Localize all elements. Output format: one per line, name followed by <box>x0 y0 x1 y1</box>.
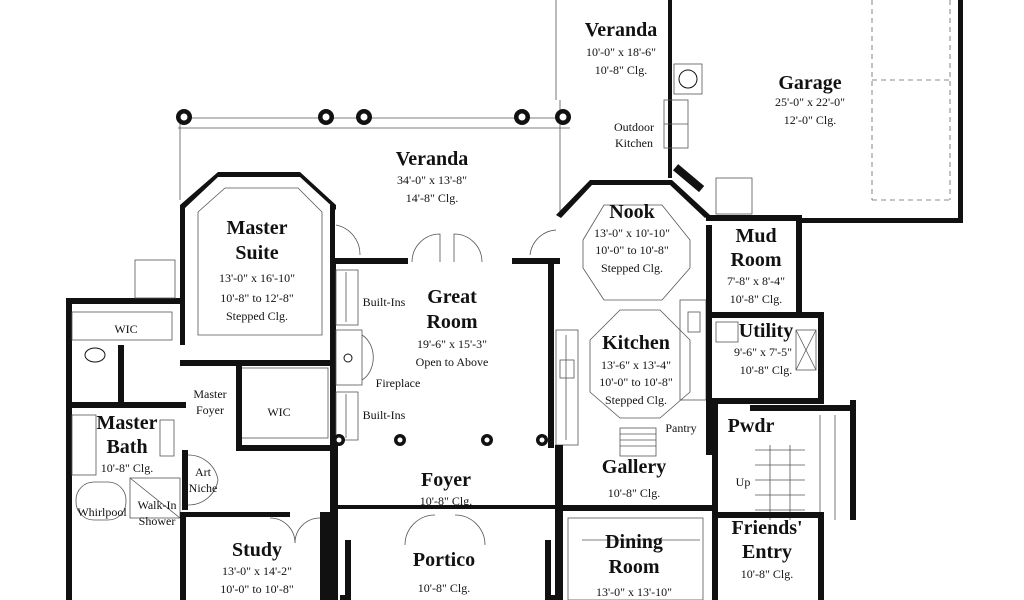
mud-room-title-2: Room <box>730 249 781 271</box>
mud-room-ceiling: 10'-8" Clg. <box>730 292 782 306</box>
nook-title: Nook <box>609 201 655 223</box>
study-title: Study <box>232 539 282 561</box>
portico-title: Portico <box>413 549 475 571</box>
stairs-up-label: Up <box>736 475 751 489</box>
gallery-title: Gallery <box>602 456 666 478</box>
great-room-note: Open to Above <box>416 355 489 369</box>
master-foyer-label-1: Master <box>193 387 226 401</box>
service-walls <box>706 177 856 600</box>
garage-dims: 25'-0" x 22'-0" <box>775 95 845 109</box>
garage-outline <box>668 0 963 223</box>
utility-title: Utility <box>739 320 793 342</box>
outdoor-kitchen-grill <box>663 63 703 149</box>
master-bath-title-2: Bath <box>106 436 147 458</box>
great-room-title-1: Great <box>427 286 477 308</box>
walk-in-label-1: Walk-In <box>137 498 176 512</box>
pantry-label: Pantry <box>665 421 696 435</box>
friends-entry-title-1: Friends' <box>731 517 802 539</box>
walk-in-label-2: Shower <box>139 514 176 528</box>
veranda-outline <box>178 0 570 215</box>
master-bath-ceiling: 10'-8" Clg. <box>101 461 153 475</box>
kitchen-ceiling: 10'-0" to 10'-8" <box>599 375 673 389</box>
dining-room-title-1: Dining <box>605 531 663 553</box>
great-room-dims: 19'-6" x 15'-3" <box>417 337 487 351</box>
master-suite-ceiling: 10'-8" to 12'-8" <box>220 291 294 305</box>
veranda-main-title: Veranda <box>396 148 469 170</box>
study-ceiling: 10'-0" to 10'-8" <box>220 582 294 596</box>
outdoor-kitchen-label-1: Outdoor <box>614 120 654 134</box>
nook-ceiling: 10'-0" to 10'-8" <box>595 243 669 257</box>
nook-dims: 13'-0" x 10'-10" <box>594 226 670 240</box>
veranda-main-ceiling: 14'-8" Clg. <box>406 191 458 205</box>
kitchen-dims: 13'-6" x 13'-4" <box>601 358 671 372</box>
kitchen-note: Stepped Clg. <box>605 393 667 407</box>
pwdr-title: Pwdr <box>728 415 775 437</box>
master-wing-walls <box>66 259 336 600</box>
veranda-top-title: Veranda <box>585 19 658 41</box>
art-niche-label-2: Niche <box>189 481 218 495</box>
garage-ceiling: 12'-0" Clg. <box>784 113 836 127</box>
built-ins-label-1: Built-Ins <box>363 295 406 309</box>
friends-entry-title-2: Entry <box>742 541 792 563</box>
master-suite-title-2: Suite <box>235 242 278 264</box>
outdoor-kitchen-label-2: Kitchen <box>615 136 653 150</box>
foyer-title: Foyer <box>421 469 471 491</box>
veranda-top-dims: 10'-0" x 18'-6" <box>586 45 656 59</box>
nook-walls <box>529 164 710 301</box>
master-suite-dims: 13'-0" x 16'-10" <box>219 271 295 285</box>
veranda-columns <box>176 109 571 125</box>
master-bath-title-1: Master <box>96 412 157 434</box>
great-room-walls <box>330 233 579 448</box>
study-dims: 13'-0" x 14'-2" <box>222 564 292 578</box>
utility-ceiling: 10'-8" Clg. <box>740 363 792 377</box>
wic-label-2: WIC <box>267 405 290 419</box>
foyer-ceiling: 10'-8" Clg. <box>420 494 472 508</box>
gallery-ceiling: 10'-8" Clg. <box>608 486 660 500</box>
wic-label-1: WIC <box>114 322 137 336</box>
built-ins-label-2: Built-Ins <box>363 408 406 422</box>
master-suite-walls <box>180 172 361 345</box>
kitchen-title: Kitchen <box>602 332 670 354</box>
garage-title: Garage <box>778 72 841 94</box>
nook-note: Stepped Clg. <box>601 261 663 275</box>
mud-room-title-1: Mud <box>735 225 776 247</box>
dining-room-dims: 13'-0" x 13'-10" <box>596 585 672 599</box>
mud-room-dims: 7'-8" x 8'-4" <box>727 274 785 288</box>
dining-room-title-2: Room <box>608 556 659 578</box>
whirlpool-label: Whirlpool <box>77 505 127 519</box>
veranda-main-dims: 34'-0" x 13'-8" <box>397 173 467 187</box>
stairs <box>755 415 836 520</box>
entry-walls <box>180 434 713 600</box>
fireplace-label: Fireplace <box>376 376 421 390</box>
utility-dims: 9'-6" x 7'-5" <box>734 345 792 359</box>
great-room-title-2: Room <box>426 311 477 333</box>
master-suite-title-1: Master <box>226 217 287 239</box>
master-suite-note: Stepped Clg. <box>226 309 288 323</box>
veranda-top-ceiling: 10'-8" Clg. <box>595 63 647 77</box>
friends-entry-ceiling: 10'-8" Clg. <box>741 567 793 581</box>
portico-ceiling: 10'-8" Clg. <box>418 581 470 595</box>
master-foyer-label-2: Foyer <box>196 403 224 417</box>
kitchen-walls <box>589 225 712 457</box>
art-niche-label-1: Art <box>195 465 212 479</box>
